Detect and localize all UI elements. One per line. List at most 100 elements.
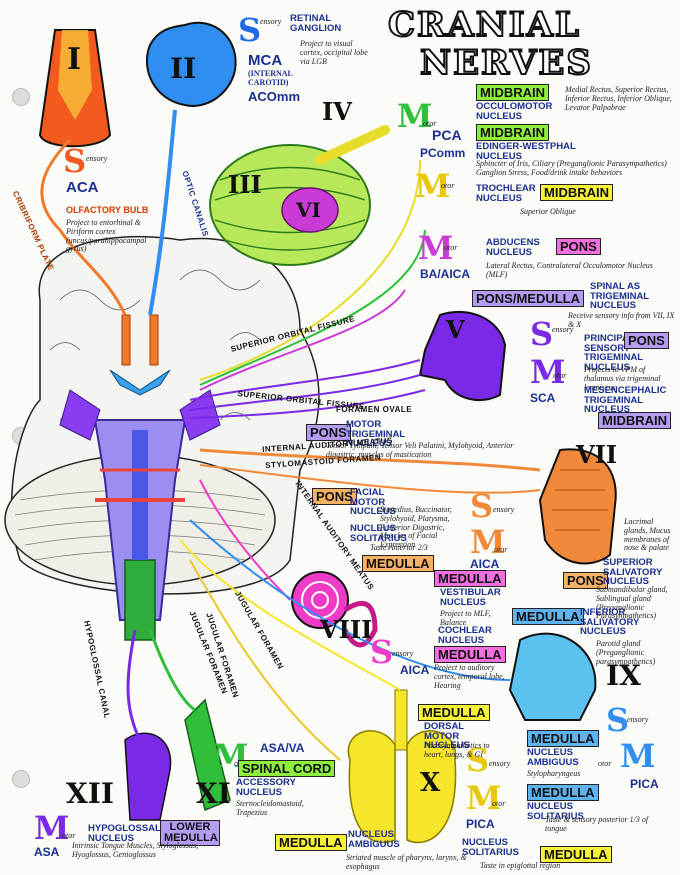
foramen-ovale: FORAMEN OVALE [336, 405, 413, 414]
note-x-ambiguus: Striated muscle of pharynx, larynx, & es… [346, 853, 467, 871]
modality-word-iv: otor [441, 181, 455, 190]
note-ix-ambiguus: Stylopharyngeus [527, 769, 581, 778]
nucleus-xii: HYPOGLOSSAL NUCLEUS [88, 823, 161, 844]
note-i: Project to entorhinal & Piriform cortex … [66, 218, 147, 254]
artery-iii-pca: PCA [432, 127, 462, 143]
numeral-i: I [67, 42, 82, 77]
numeral-v: V [446, 315, 465, 344]
note-iii-edinger-westphal: Sphincter of Iris, Ciliary (Preganglioni… [476, 159, 667, 177]
temporal-lobe-right [179, 389, 221, 441]
modality-s-viii: S [370, 633, 394, 671]
modality-word-vi: otor [444, 243, 458, 252]
modality-letter-vi: M [418, 229, 454, 267]
note-vi: Lateral Rectus, Contralateral Occulomoto… [486, 261, 653, 279]
modality-m-word-x: otor [492, 799, 506, 808]
location-v-motor: PONS [306, 424, 351, 441]
artery-vii: AICA [470, 557, 500, 571]
nucleus-vii-superior-salivatory: SUPERIOR SALIVATORY NUCLEUS [603, 557, 663, 587]
nucleus-iii-edinger-westphal: EDINGER-WESTPHAL NUCLEUS [476, 141, 576, 162]
note-x-dorsal: Parasympathetics to heart, lungs, & GI [424, 741, 490, 759]
modality-m-xii: M [34, 809, 70, 847]
nucleus-viii-cochlear: COCHLEAR NUCLEUS [438, 625, 492, 646]
note-viii-cochlear: Project to auditory cortex, temporal lob… [434, 663, 505, 690]
artery-ii-mca: MCA [248, 52, 283, 69]
note-iv: Superior Oblique [520, 207, 576, 216]
binder-hole-top [12, 88, 30, 106]
modality-m-v: M [530, 353, 566, 391]
location-xii: LOWER MEDULLA [160, 820, 220, 846]
nucleus-iii-oculomotor: OCCULOMOTOR NUCLEUS [476, 101, 553, 122]
modality-m-vii: M [470, 523, 506, 561]
temporal-lobe-left [59, 389, 101, 441]
numeral-ix: IX [606, 659, 641, 692]
side-note-vii: Lacrimal glands, Mucus membranes of nose… [624, 517, 671, 553]
numeral-ii: II [170, 52, 197, 85]
nucleus-vii-solitarius: NUCLEUS SOLITARIUS [350, 523, 407, 544]
numeral-iii: III [228, 170, 262, 199]
nucleus-ix-inferior-salivatory: INFERIOR SALIVATORY NUCLEUS [580, 607, 640, 637]
location-iii-midbrain-2: MIDBRAIN [476, 124, 549, 141]
modality-s-vii: S [470, 487, 494, 525]
modality-word-iii: otor [423, 119, 437, 128]
note-ix-solitarius: Taste & sensory posterior 1/3 of tongue [545, 815, 649, 833]
modality-letter-iii: M [397, 97, 433, 135]
modality-s-ix: S [606, 701, 630, 739]
nucleus-v-spinal: SPINAL AS TRIGEMINAL NUCLEUS [590, 281, 649, 311]
throat-illustration-ix [508, 632, 597, 721]
face-illustration-vii [538, 448, 617, 565]
location-vii-salivatory: PONS [563, 572, 608, 589]
nucleus-viii-vestibular: VESTIBULAR NUCLEUS [440, 587, 501, 608]
nucleus-x-ambiguus: NUCLEUS AMBIGUUS [348, 829, 400, 850]
note-ii: Project to visual cortex, occipital lobe… [300, 39, 368, 66]
note-viii-vestibular: Project to MLF, Balance [440, 609, 491, 627]
location-viii-vestibular: MEDULLA [434, 570, 506, 587]
location-iii-midbrain-1: MIDBRAIN [476, 84, 549, 101]
neck-muscle-xi [184, 698, 231, 812]
note-x-solitarius: Taste in epiglottal region [480, 861, 561, 870]
nucleus-v-motor: MOTOR TRIGEMINAL NUCLEUS [346, 419, 405, 449]
artery-vi: BA/AICA [420, 267, 470, 281]
nucleus-x-dorsal-motor: DORSAL MOTOR NUCLEUS [424, 721, 470, 751]
nucleus-vi: ABDUCENS NUCLEUS [486, 237, 540, 258]
location-ix-solitarius: MEDULLA [527, 784, 599, 801]
modality-s-x: S [466, 741, 490, 779]
artery-x: PICA [466, 817, 495, 831]
numeral-vi: VI [296, 198, 321, 222]
numeral-viii: VIII [320, 615, 373, 644]
note-v-spinal: Receive sensory info from VII, IX & X [568, 311, 675, 329]
binder-hole-bottom [12, 770, 30, 788]
artery-xi: ASA/VA [260, 741, 305, 755]
modality-s-v: S [530, 315, 554, 353]
basilar-artery [132, 430, 148, 560]
artery-viii: AICA [400, 663, 430, 677]
modality-s-word-viii: ensory [392, 649, 414, 658]
modality-s-word-ix: ensory [627, 715, 649, 724]
cochlea-illustration [291, 571, 378, 648]
modality-s-word-v: ensory [552, 325, 574, 334]
note-xii: Intrinsic Tongue Muscles, Styloglossus, … [72, 841, 199, 859]
note-v-motor: Tensor Tympani, Tensor Veli Palatini, My… [326, 441, 514, 459]
modality-m-ix: M [620, 737, 656, 775]
modality-m-word-ix: otor [598, 759, 612, 768]
modality-s-word-x: ensory [489, 759, 511, 768]
nucleus-vii-facial-motor: FACIAL MOTOR NUCLEUS [350, 487, 396, 517]
note-v-principal: Projects to VPM of thalamus via trigemin… [584, 365, 661, 392]
location-xi: SPINAL CORD [238, 760, 336, 777]
nucleus-v-mesencephalic: MESENCEPHALIC TRIGEMINAL NUCLEUS [584, 385, 667, 415]
olfactory-bulb-label: OLFACTORY BULB [66, 205, 149, 215]
location-v-pons-medulla: PONS/MEDULLA [472, 290, 584, 307]
artery-xii: ASA [34, 845, 60, 859]
note-vii-salivatory: Submandibular gland, Sublingual gland (P… [596, 585, 668, 621]
numeral-vii: VII [576, 440, 618, 469]
nucleus-xi: ACCESSORY NUCLEUS [236, 777, 296, 798]
location-ix-salivatory: MEDULLA [512, 608, 584, 625]
note-vii-solitarius: Taste Anterior 2/3 [370, 543, 428, 552]
location-x-solitarius: MEDULLA [540, 846, 612, 863]
location-vi: PONS [556, 238, 601, 255]
tongue-illustration-xii [124, 732, 172, 821]
nucleus-ix-solitarius: NUCLEUS SOLITARIUS [527, 801, 584, 822]
nucleus-x-solitarius: NUCLEUS SOLITARIUS [462, 837, 519, 858]
face-illustration-v [418, 310, 507, 401]
nucleus-ix-ambiguus: NUCLEUS AMBIGUUS [527, 747, 579, 768]
